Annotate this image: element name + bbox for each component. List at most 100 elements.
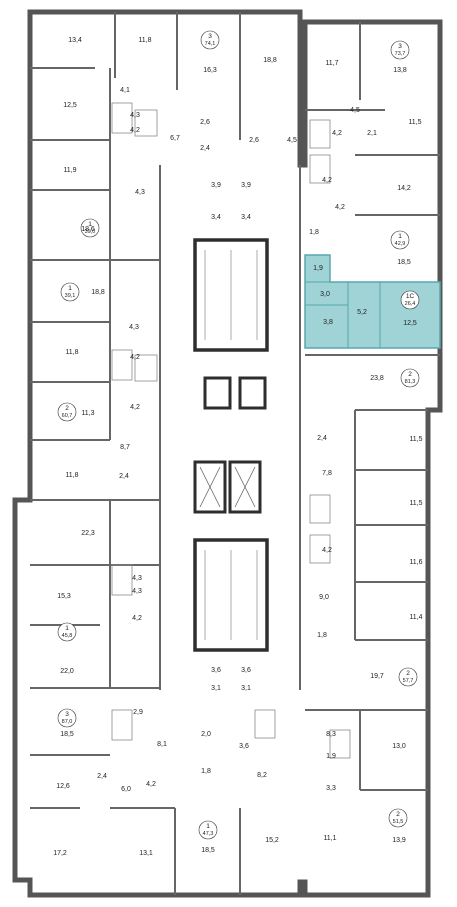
- stair-core-bottom-treads: [204, 550, 258, 640]
- room-area-label: 11,8: [65, 472, 78, 479]
- apartment-rooms: 2: [406, 670, 410, 677]
- room-area-label: 3,3: [326, 785, 336, 792]
- room-area-label: 13,4: [68, 37, 82, 44]
- apartment-badge[interactable]: 142,9: [390, 230, 410, 250]
- apartment-badge-circle: [388, 808, 408, 828]
- room-area-label: 13,0: [392, 743, 406, 750]
- apartment-area: 60,7: [62, 413, 73, 419]
- room-area-label: 4,2: [130, 127, 140, 134]
- apartment-badge-circle: [60, 282, 80, 302]
- apartment-badge[interactable]: 251,5: [388, 808, 408, 828]
- room-area-label: 3,4: [211, 214, 221, 221]
- room-area-label: 3,4: [241, 214, 251, 221]
- apartment-area: 47,3: [203, 831, 214, 837]
- apartment-rooms: 3: [398, 43, 402, 50]
- room-area-label: 3,0: [320, 291, 330, 298]
- room-area-label: 18,8: [91, 289, 105, 296]
- stair-core-bottom: [193, 538, 269, 652]
- apartment-badge-circle: [398, 667, 418, 687]
- apartment-badge[interactable]: 139,0: [80, 218, 100, 238]
- apartment-area: 39,0: [85, 229, 96, 235]
- apartment-rooms: 2: [408, 371, 412, 378]
- room-area-label: 2,4: [119, 473, 129, 480]
- room-area-label: 4,2: [132, 615, 142, 622]
- apartment-rooms: 1: [88, 221, 92, 228]
- room-area-label: 12,6: [56, 783, 70, 790]
- apartment-badge-circle: [400, 368, 420, 388]
- apartment-rooms: 1С: [406, 293, 415, 300]
- room-area-label: 11,7: [325, 60, 338, 67]
- apartment-badge-circle: [57, 622, 77, 642]
- apartment-badge-circle: [198, 820, 218, 840]
- room-area-label: 7,8: [322, 470, 332, 477]
- apartment-rooms: 1: [65, 625, 69, 632]
- room-area-label: 18,5: [201, 847, 215, 854]
- room-area-label: 4,2: [130, 354, 140, 361]
- apartment-rooms: 1: [206, 823, 210, 830]
- room-area-label: 22,0: [60, 668, 74, 675]
- room-area-label: 11,5: [409, 500, 422, 507]
- room-area-label: 22,3: [81, 530, 95, 537]
- room-area-label: 13,9: [392, 837, 406, 844]
- room-area-label: 11,3: [81, 410, 94, 417]
- apartment-badge-circle: [390, 40, 410, 60]
- room-area-label: 8,1: [157, 741, 167, 748]
- room-area-label: 17,2: [53, 850, 67, 857]
- room-area-label: 6,7: [170, 135, 180, 142]
- apartment-badge[interactable]: 373,7: [390, 40, 410, 60]
- apartment-badge[interactable]: 387,0: [57, 708, 77, 728]
- room-area-label: 1,8: [201, 768, 211, 775]
- apartment-area: 74,1: [205, 41, 216, 47]
- room-area-label: 19,7: [370, 673, 384, 680]
- room-area-label: 2,6: [200, 119, 210, 126]
- bathroom-fixtures: [111, 102, 351, 759]
- room-area-label: 18,6: [81, 226, 95, 233]
- room-area-label: 1,9: [313, 265, 323, 272]
- apartment-badge[interactable]: 257,7: [398, 667, 418, 687]
- room-area-label: 11,1: [323, 835, 336, 842]
- apartment-badge[interactable]: 139,1: [60, 282, 80, 302]
- apartment-badge[interactable]: 374,1: [200, 30, 220, 50]
- room-area-label: 3,1: [241, 685, 251, 692]
- room-area-label: 1,8: [309, 229, 319, 236]
- apartment-badge[interactable]: 260,7: [57, 402, 77, 422]
- stair-core-top-treads: [204, 250, 258, 340]
- apartment-badge[interactable]: 281,3: [400, 368, 420, 388]
- room-area-label: 4,2: [130, 404, 140, 411]
- apartment-rooms: 1: [68, 285, 72, 292]
- room-area-label: 12,5: [63, 102, 77, 109]
- room-area-label: 2,4: [317, 435, 327, 442]
- room-area-label: 11,4: [409, 614, 422, 621]
- room-area-label: 9,0: [319, 594, 329, 601]
- apartment-area: 51,5: [393, 819, 404, 825]
- room-area-label: 13,1: [139, 850, 153, 857]
- apartment-area: 42,9: [395, 241, 406, 247]
- apartment-area: 81,3: [405, 379, 416, 385]
- room-area-label: 11,8: [138, 37, 151, 44]
- room-area-label: 4,3: [130, 112, 140, 119]
- room-area-label: 11,5: [408, 119, 421, 126]
- apartment-badge[interactable]: 145,8: [57, 622, 77, 642]
- room-area-label: 2,4: [200, 145, 210, 152]
- apartment-highlight-1c[interactable]: [304, 254, 441, 349]
- room-area-label: 18,8: [263, 57, 277, 64]
- room-area-label: 3,6: [239, 743, 249, 750]
- apartment-badge-circle: [200, 30, 220, 50]
- room-area-label: 2,1: [367, 130, 377, 137]
- apartment-rooms: 1: [398, 233, 402, 240]
- elevators-top: [203, 376, 267, 410]
- room-area-label: 12,5: [403, 320, 417, 327]
- apartment-area: 87,0: [62, 719, 73, 725]
- apartment-rooms: 2: [396, 811, 400, 818]
- apartment-badge-circle: [57, 708, 77, 728]
- apartment-badge[interactable]: 147,3: [198, 820, 218, 840]
- room-area-label: 2,0: [201, 731, 211, 738]
- apartment-area: 73,7: [395, 51, 406, 57]
- exterior-walls: [12, 9, 443, 898]
- apartment-rooms: 2: [65, 405, 69, 412]
- room-area-label: 5,2: [357, 309, 367, 316]
- room-area-label: 2,4: [97, 773, 107, 780]
